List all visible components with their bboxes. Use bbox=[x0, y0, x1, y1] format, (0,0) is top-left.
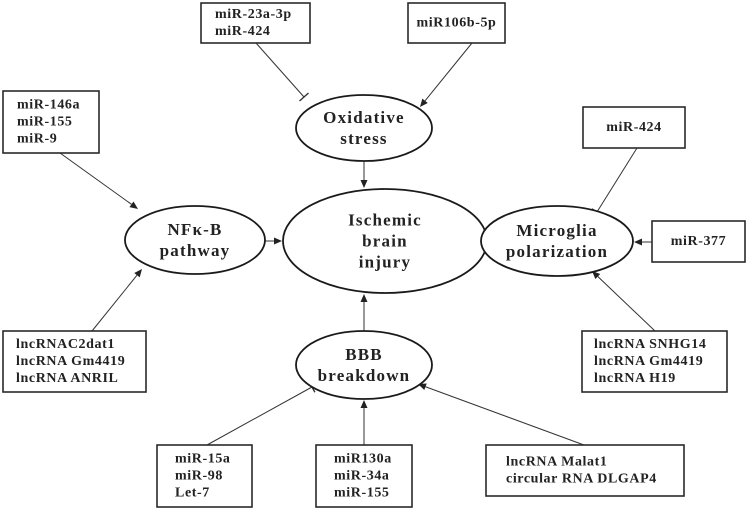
label-line: miR-155 bbox=[17, 115, 73, 130]
arrowhead-icon bbox=[360, 294, 368, 302]
node-microglia: Microglia polarization bbox=[480, 205, 634, 277]
label-line: miR-98 bbox=[175, 469, 223, 484]
edge-box-mir23a-to-oxidative bbox=[255, 42, 309, 102]
label-line: stress bbox=[340, 129, 388, 148]
edge-oxidative-to-ischemic bbox=[360, 161, 368, 188]
box-frame bbox=[2, 90, 100, 154]
label-line: lncRNA Gm4419 bbox=[16, 354, 125, 369]
label-line: miR-23a-3p bbox=[215, 7, 292, 22]
node-ischemic: Ischemic brain injury bbox=[282, 188, 488, 294]
node-nfkb: NFκ-B pathway bbox=[124, 205, 266, 275]
box-mir424: miR-424 bbox=[582, 106, 686, 149]
edge-line bbox=[206, 386, 313, 446]
edge-box-lnc-snhg14-to-microglia bbox=[592, 271, 656, 332]
arrowhead-icon bbox=[634, 238, 642, 246]
label-line: breakdown bbox=[318, 366, 411, 385]
box-frame bbox=[315, 444, 413, 508]
label-line: miR-424 bbox=[215, 24, 271, 39]
node-bbb: BBB breakdown bbox=[295, 330, 433, 400]
label-line: pathway bbox=[160, 241, 231, 260]
label-line: miR-9 bbox=[17, 132, 57, 147]
label-line: miR-424 bbox=[606, 120, 662, 135]
label-line: brain bbox=[362, 232, 408, 251]
label-line: miR130a bbox=[334, 452, 392, 467]
arrowhead-icon bbox=[134, 269, 142, 278]
label-line: polarization bbox=[506, 242, 608, 261]
arrowhead-icon bbox=[274, 237, 282, 245]
edge-bbb-to-ischemic bbox=[360, 294, 368, 331]
edge-box-mir424-to-microglia bbox=[591, 147, 638, 216]
label-line: miR-15a bbox=[175, 452, 231, 467]
box-frame bbox=[581, 330, 728, 393]
label-line: BBB bbox=[345, 345, 383, 364]
edge-line bbox=[596, 147, 638, 213]
label-line: lncRNA Gm4419 bbox=[594, 354, 703, 369]
box-mir106b: miR106b-5p bbox=[407, 2, 506, 44]
box-frame bbox=[407, 2, 506, 44]
node-ellipse bbox=[295, 330, 433, 400]
arrowhead-icon bbox=[420, 98, 428, 107]
edge-line bbox=[424, 42, 473, 102]
arrowhead-icon bbox=[129, 201, 138, 209]
box-mir23a: miR-23a-3p miR-424 bbox=[200, 2, 311, 44]
box-lnc-snhg14: lncRNA SNHG14 lncRNA Gm4419 lncRNA H19 bbox=[581, 330, 728, 393]
inhibition-bar-icon bbox=[299, 92, 309, 102]
node-ellipse bbox=[295, 94, 433, 162]
box-lnc-malat1: lncRNA Malat1 circular RNA DLGAP4 bbox=[485, 444, 685, 497]
label-line: miR-146a bbox=[17, 98, 80, 113]
arrowhead-icon bbox=[360, 180, 368, 188]
edge-line bbox=[59, 152, 132, 205]
label-line: Let-7 bbox=[175, 486, 210, 501]
label-line: Oxidative bbox=[323, 108, 405, 127]
edge-box-mir146a-to-nfkb bbox=[59, 152, 138, 209]
edge-box-mir377-to-microglia bbox=[634, 238, 652, 246]
box-frame bbox=[2, 330, 147, 393]
label-line: lncRNA SNHG14 bbox=[594, 337, 706, 352]
edge-box-lnc-c2dat1-to-nfkb bbox=[91, 269, 142, 332]
edge-line bbox=[425, 386, 585, 446]
edge-nfkb-to-ischemic bbox=[265, 237, 282, 245]
edge-line bbox=[91, 274, 138, 332]
label-line: miR-34a bbox=[334, 469, 390, 484]
edge-line bbox=[597, 276, 656, 332]
label-line: lncRNA Malat1 bbox=[506, 455, 608, 470]
edge-box-mir106b-to-oxidative bbox=[420, 42, 473, 107]
edge-box-lnc-malat1-to-bbb bbox=[418, 383, 585, 446]
edge-box-mir15a-to-bbb bbox=[206, 381, 316, 446]
box-lnc-c2dat1: lncRNAC2dat1 lncRNA Gm4419 lncRNA ANRIL bbox=[2, 330, 147, 393]
label-line: injury bbox=[359, 253, 412, 272]
label-line: NFκ-B bbox=[167, 220, 222, 239]
box-frame bbox=[582, 106, 686, 149]
node-ellipse bbox=[480, 205, 634, 277]
label-line: miR106b-5p bbox=[417, 16, 497, 31]
label-line: miR-155 bbox=[334, 486, 390, 501]
box-frame bbox=[156, 444, 253, 508]
label-line: Microglia bbox=[516, 221, 597, 240]
box-frame bbox=[485, 444, 685, 497]
label-line: Ischemic bbox=[348, 211, 422, 230]
node-ellipse bbox=[124, 205, 266, 275]
box-frame bbox=[200, 2, 311, 44]
label-line: lncRNA ANRIL bbox=[16, 371, 119, 386]
label-line: miR-377 bbox=[671, 234, 727, 249]
label-line: lncRNAC2dat1 bbox=[16, 337, 115, 352]
box-frame bbox=[651, 220, 746, 263]
box-mir130a: miR130a miR-34a miR-155 bbox=[315, 444, 413, 508]
edge-line bbox=[255, 42, 305, 98]
arrowhead-icon bbox=[592, 271, 601, 280]
box-mir377: miR-377 bbox=[651, 220, 746, 263]
edge-box-mir130a-to-bbb bbox=[360, 400, 368, 445]
arrowhead-icon bbox=[360, 400, 368, 408]
label-line: circular RNA DLGAP4 bbox=[506, 472, 657, 487]
box-mir146a: miR-146a miR-155 miR-9 bbox=[2, 90, 100, 154]
label-line: lncRNA H19 bbox=[594, 371, 676, 386]
node-oxidative: Oxidative stress bbox=[295, 94, 433, 162]
